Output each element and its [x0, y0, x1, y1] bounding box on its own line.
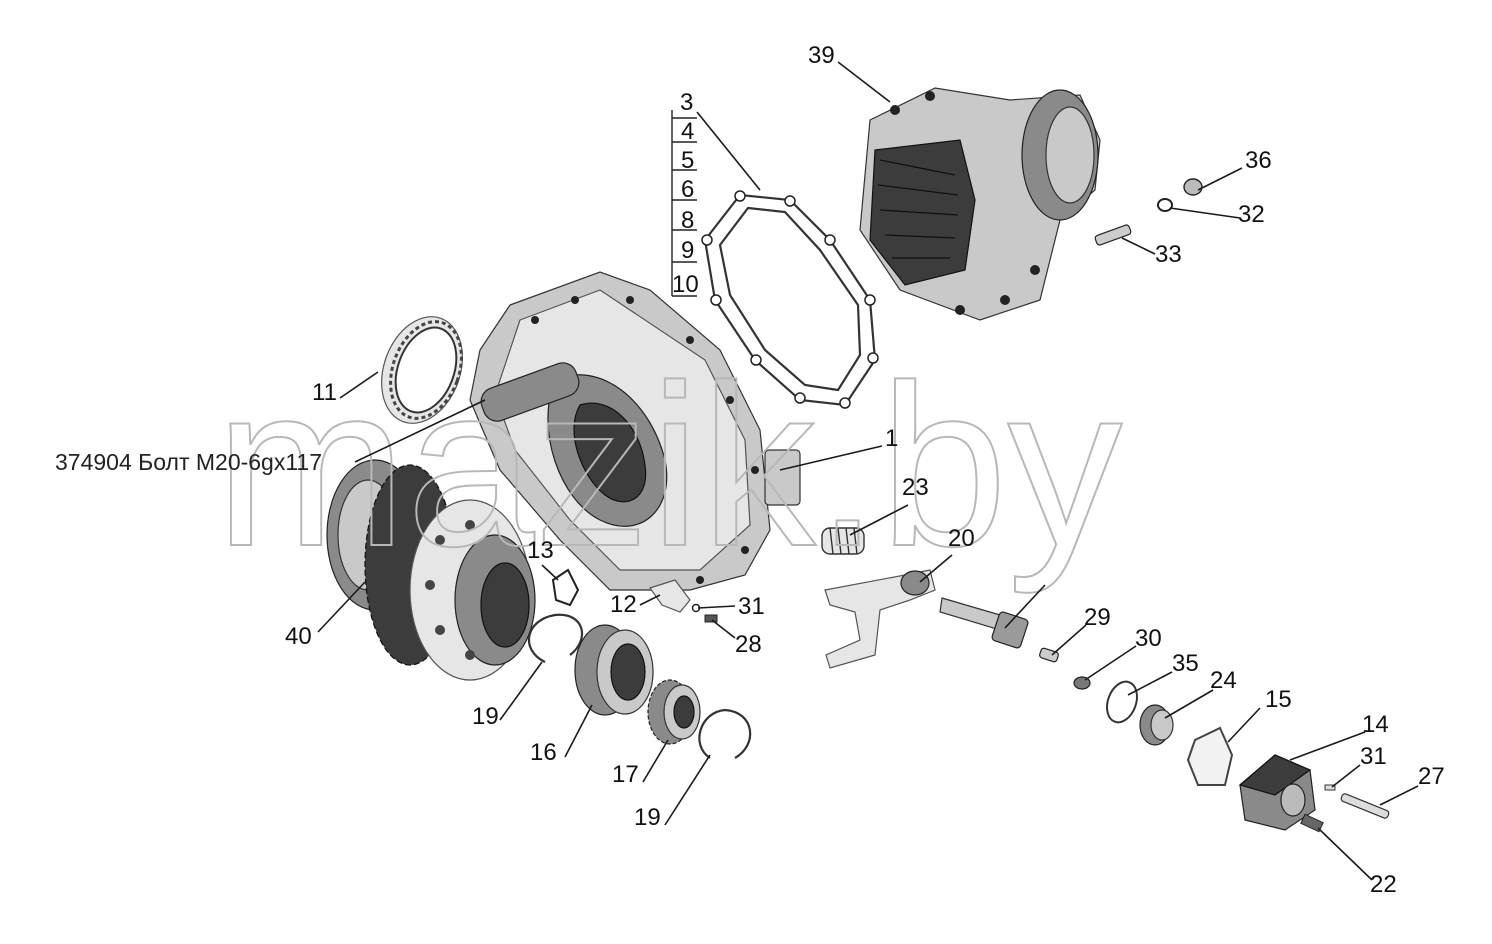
callout-24: 24 [1210, 667, 1237, 694]
callout-36: 36 [1245, 147, 1272, 174]
part-28-screw [704, 614, 718, 623]
part-36-nut [1183, 178, 1203, 196]
part-32-washer [1157, 198, 1173, 212]
part-14-cover [1238, 754, 1316, 831]
callout-11: 11 [312, 379, 337, 406]
callout-15: 15 [1265, 686, 1292, 713]
callout-3: 3 [680, 89, 693, 116]
gasket-stack-bracket [671, 110, 697, 297]
part-19-snap-ring-left [527, 613, 584, 663]
callout-5: 5 [681, 147, 694, 174]
part-20-shift-fork [824, 569, 936, 669]
bolt-note-text: 374904 Болт М20-6gх117 [55, 449, 322, 475]
callout-31-lower: 31 [1360, 743, 1387, 770]
callout-39: 39 [808, 42, 835, 69]
callout-17: 17 [612, 761, 639, 788]
part-33-stud [1094, 224, 1132, 246]
part-18-shift-rod [939, 597, 1029, 649]
callout-23: 23 [902, 474, 929, 501]
watermark-text: mazik.by [215, 337, 1122, 594]
part-40-differential [326, 459, 536, 681]
callout-16: 16 [530, 739, 557, 766]
callout-20: 20 [948, 525, 975, 552]
callout-32: 32 [1238, 201, 1265, 228]
callout-14: 14 [1362, 711, 1389, 738]
part-11-bearing-ring [381, 316, 463, 424]
callout-31-upper: 31 [738, 593, 765, 620]
callout-40: 40 [285, 623, 312, 650]
callout-19-right: 19 [634, 804, 661, 831]
part-3-gasket [701, 190, 879, 409]
callout-28: 28 [735, 631, 762, 658]
callout-12: 12 [610, 591, 637, 618]
part-12-bracket [649, 579, 691, 613]
callout-10: 10 [672, 271, 699, 298]
callout-19-left: 19 [472, 703, 499, 730]
part-1-carrier-housing [469, 271, 801, 591]
callout-35: 35 [1172, 650, 1199, 677]
callout-27: 27 [1418, 763, 1445, 790]
leader-lines [317, 61, 1419, 881]
part-17-gear [647, 679, 701, 745]
part-35-o-ring [1106, 680, 1138, 724]
part-27-bolt [1340, 793, 1390, 819]
part-39-gear-housing [859, 87, 1101, 321]
callout-6: 6 [681, 176, 694, 203]
part-13-lock-plate [551, 568, 580, 607]
part-16-bearing [574, 624, 654, 716]
callout-30: 30 [1135, 625, 1162, 652]
part-15-gasket [1186, 726, 1234, 786]
callout-22: 22 [1370, 871, 1397, 898]
callout-9: 9 [681, 237, 694, 264]
part-29-pin [1039, 647, 1059, 663]
callout-8: 8 [681, 207, 694, 234]
part-24-bushing [1139, 704, 1174, 746]
part-22-screw [1300, 813, 1324, 833]
callout-labels: 39 36 32 33 3 4 5 6 8 9 10 11 1 23 20 13… [285, 42, 1445, 898]
callout-33: 33 [1155, 241, 1182, 268]
callout-13: 13 [527, 537, 554, 564]
part-20-fork-hub [900, 570, 930, 596]
callout-1: 1 [885, 425, 898, 452]
part-31-washer-lower [1324, 784, 1336, 791]
callout-29: 29 [1084, 604, 1111, 631]
part-19-snap-ring-right [698, 708, 752, 759]
callout-4: 4 [681, 118, 694, 145]
